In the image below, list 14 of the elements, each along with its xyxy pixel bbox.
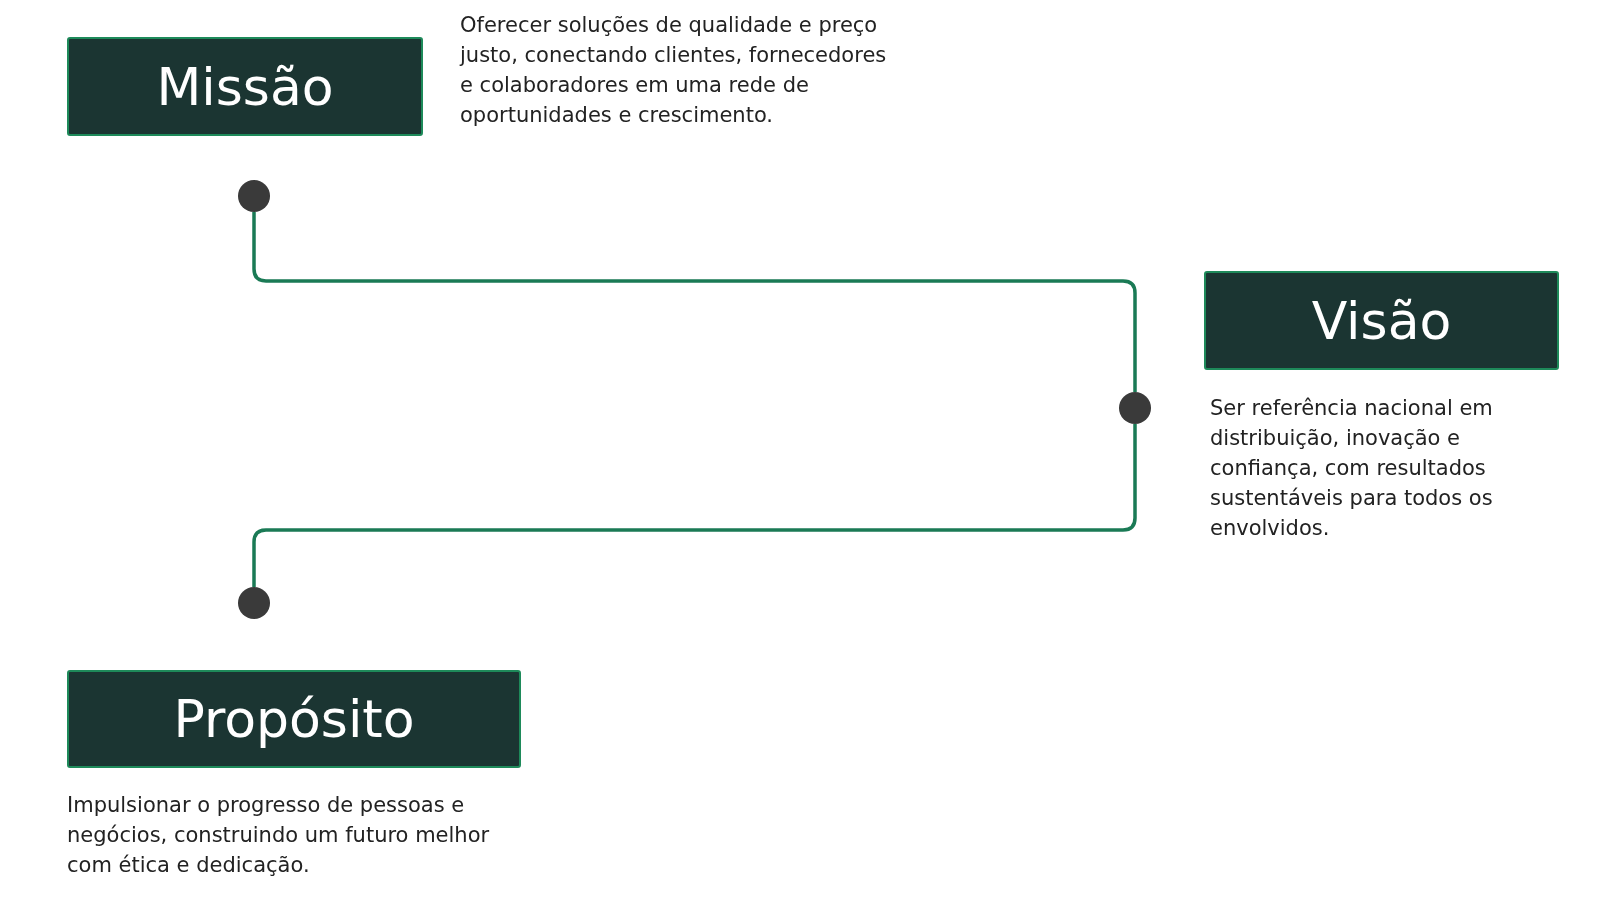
connector-line [252,424,1137,587]
heading: Propósito [173,689,415,749]
connector-line [252,212,1137,392]
heading: Missão [156,56,334,117]
timeline-dot [1119,392,1151,424]
description-text: Oferecer soluções de qualidade e preço justo, conectando clientes, fornecedores e colaboradores em uma rede de oportunidades e crescimento. [460,12,888,129]
title-box [1204,271,1559,370]
timeline-dot [238,587,270,619]
description-text: Ser referência nacional em distribuição, inovação e confiança, com resultados sustentáveis para todos os envolvidos. [1210,395,1494,542]
timeline-dot [238,180,270,212]
title-box [67,37,423,136]
heading: Visão [1311,290,1452,351]
description-text: Impulsionar o progresso de pessoas e negócios, construindo um futuro melhor com ética e dedicação. [67,792,491,879]
title-box [67,670,521,768]
